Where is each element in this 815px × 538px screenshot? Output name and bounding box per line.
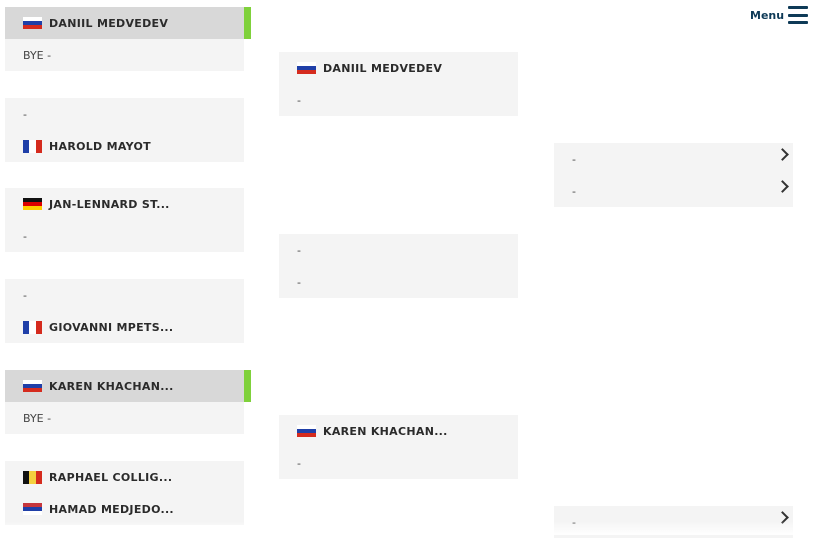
player-row: JAN-LENNARD ST... <box>5 188 244 220</box>
player-row[interactable]: - <box>554 175 793 207</box>
player-name: HAMAD MEDJEDO... <box>49 502 174 516</box>
player-row: HAMAD MEDJEDO... <box>5 493 244 525</box>
player-row: HAROLD MAYOT <box>5 130 244 162</box>
player-name: - <box>572 184 576 198</box>
player-row: DANIIL MEDVEDEV <box>279 52 518 84</box>
player-name: - <box>297 275 301 289</box>
player-name: KAREN KHACHAN... <box>323 424 448 438</box>
player-name: - <box>23 107 27 121</box>
match-card[interactable]: - GIOVANNI MPETS... <box>5 279 244 343</box>
player-row: DANIIL MEDVEDEV <box>5 7 251 39</box>
player-row: - <box>279 447 518 479</box>
match-card[interactable]: DANIIL MEDVEDEV - <box>279 52 518 116</box>
chevron-right-icon[interactable] <box>776 148 789 161</box>
hamburger-icon <box>788 6 809 24</box>
player-name: - <box>23 229 27 243</box>
chevron-right-icon[interactable] <box>776 180 789 193</box>
match-card[interactable]: - HAROLD MAYOT <box>5 98 244 162</box>
flag-germany-icon <box>23 197 42 211</box>
player-row: GIOVANNI MPETS... <box>5 311 244 343</box>
player-row: KAREN KHACHAN... <box>5 370 251 402</box>
player-row: KAREN KHACHAN... <box>279 415 518 447</box>
flag-belgium-icon <box>23 470 42 484</box>
match-card[interactable]: - - <box>279 234 518 298</box>
player-row[interactable]: - <box>554 143 793 175</box>
match-card[interactable]: DANIIL MEDVEDEV BYE - <box>5 7 251 71</box>
player-name: HAROLD MAYOT <box>49 139 151 153</box>
flag-russia-icon <box>23 16 42 30</box>
player-name: KAREN KHACHAN... <box>49 379 174 393</box>
player-row: - <box>279 266 518 298</box>
menu-button[interactable]: Menu <box>750 6 809 24</box>
player-name: JAN-LENNARD ST... <box>49 197 170 211</box>
flag-france-icon <box>23 320 42 334</box>
match-card[interactable]: - - <box>554 143 793 207</box>
player-row: - <box>5 98 244 130</box>
match-card[interactable]: KAREN KHACHAN... BYE - <box>5 370 251 434</box>
player-name: BYE - <box>23 411 52 425</box>
match-card[interactable]: JAN-LENNARD ST... - <box>5 188 244 252</box>
player-row: - <box>279 234 518 266</box>
scroll-fade <box>0 521 815 535</box>
player-name: RAPHAEL COLLIG... <box>49 470 173 484</box>
player-name: GIOVANNI MPETS... <box>49 320 174 334</box>
menu-label: Menu <box>750 8 785 22</box>
flag-france-icon <box>23 139 42 153</box>
player-name: - <box>297 93 301 107</box>
flag-russia-icon <box>297 424 316 438</box>
player-row: RAPHAEL COLLIG... <box>5 461 244 493</box>
flag-russia-icon <box>297 61 316 75</box>
player-name: - <box>297 243 301 257</box>
player-name: DANIIL MEDVEDEV <box>49 16 169 30</box>
player-row: - <box>279 84 518 116</box>
player-row: BYE - <box>5 39 244 71</box>
flag-serbia-icon <box>23 502 42 516</box>
player-row: - <box>5 220 244 252</box>
player-name: DANIIL MEDVEDEV <box>323 61 443 75</box>
flag-russia-icon <box>23 379 42 393</box>
player-row: BYE - <box>5 402 244 434</box>
match-card[interactable]: KAREN KHACHAN... - <box>279 415 518 479</box>
player-name: - <box>297 456 301 470</box>
player-name: BYE - <box>23 48 52 62</box>
player-name: - <box>572 152 576 166</box>
player-row: - <box>5 279 244 311</box>
player-name: - <box>23 288 27 302</box>
match-card[interactable]: RAPHAEL COLLIG... HAMAD MEDJEDO... <box>5 461 244 525</box>
